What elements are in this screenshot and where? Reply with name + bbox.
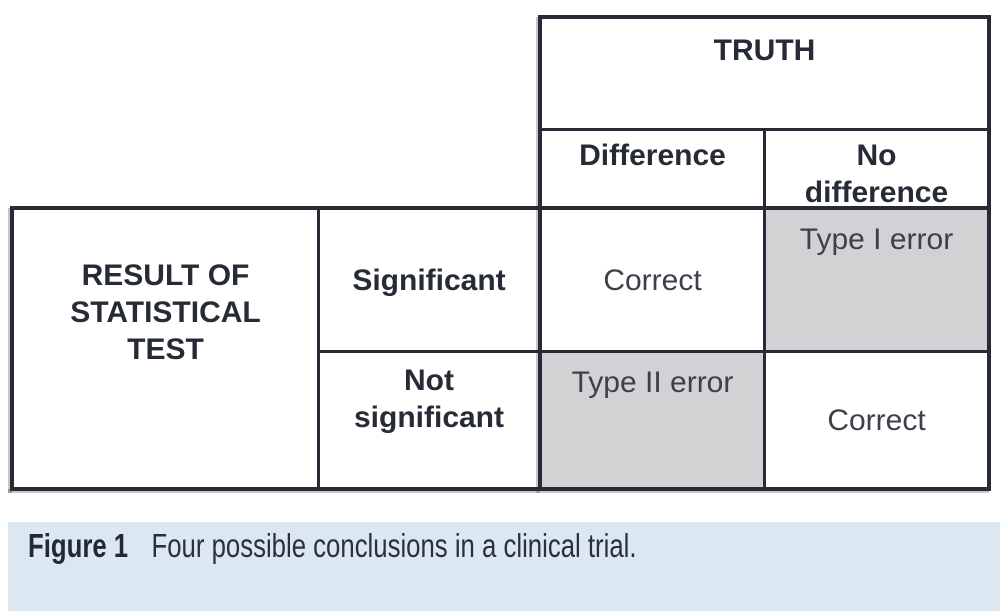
body-left-border: [10, 206, 14, 491]
figure-caption-bar: Figure 1 Four possible conclusions in a c…: [8, 522, 1000, 611]
difference-columns-divider: [763, 128, 766, 491]
truth-box-top-border: [538, 15, 991, 19]
row-header-significant: Significant: [320, 210, 538, 350]
row-header-not-significant-label: Not significant: [353, 364, 504, 434]
rows-divider: [317, 350, 991, 353]
truth-header-label: TRUTH: [713, 34, 816, 67]
cell-type-2-error: Type II error: [542, 353, 763, 487]
row-group-header-cell: RESULT OF STATISTICAL TEST: [14, 210, 317, 487]
figure-caption-number: Figure 1: [28, 527, 129, 564]
table-bottom-border: [10, 487, 991, 491]
row-header-significant-label: Significant: [352, 263, 506, 297]
cell-correct-top-label: Correct: [603, 263, 702, 297]
cell-type-1-error-label: Type I error: [799, 223, 954, 256]
body-top-border: [10, 206, 991, 210]
cell-type-2-error-label: Type II error: [571, 366, 734, 399]
column-header-difference: Difference: [542, 131, 763, 206]
row-group-header-label: RESULT OF STATISTICAL TEST: [70, 259, 261, 366]
column-header-no-difference: No difference: [766, 131, 987, 209]
cell-significant-difference: Correct: [542, 210, 763, 350]
cell-type-1-error: Type I error: [766, 210, 987, 350]
truth-box-left-border: [538, 15, 542, 491]
column-header-no-difference-label: No difference: [804, 139, 949, 209]
figure-caption: Figure 1 Four possible conclusions in a c…: [28, 528, 637, 564]
column-header-difference-label: Difference: [579, 139, 726, 172]
row-header-divider: [317, 206, 320, 491]
truth-header-cell: TRUTH: [542, 19, 987, 128]
row-header-not-significant: Not significant: [320, 353, 538, 487]
cell-not-significant-no-difference: Correct: [766, 353, 987, 487]
table-right-border: [987, 15, 991, 491]
cell-correct-bottom-label: Correct: [827, 403, 926, 437]
figure-caption-text: Four possible conclusions in a clinical …: [151, 527, 637, 564]
